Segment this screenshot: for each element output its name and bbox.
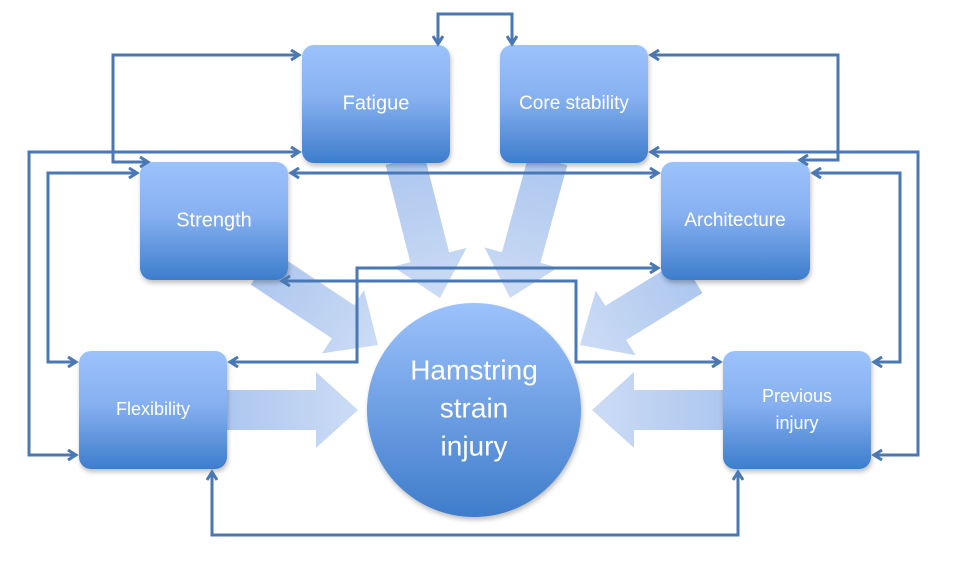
node-previous-injury[interactable]: Previous injury — [723, 351, 871, 469]
outcome-label-line: injury — [441, 430, 508, 461]
node-label: Flexibility — [116, 399, 190, 419]
node-label: Core stability — [519, 93, 629, 114]
connector-fatigue-core-stability — [438, 12, 512, 44]
influence-arrow-previous-injury — [592, 372, 724, 448]
node-hamstring-strain-injury[interactable]: Hamstring strain injury — [367, 303, 581, 517]
node-fatigue[interactable]: Fatigue — [302, 45, 450, 163]
influence-arrow-core-stability — [484, 154, 568, 298]
connector-fatigue-flexibility — [27, 152, 299, 455]
connectors — [27, 12, 920, 537]
node-label: Architecture — [684, 210, 785, 231]
influence-arrow-flexibility — [226, 372, 358, 448]
node-label-line: Previous — [762, 386, 832, 406]
connector-core-stability-previous-injury — [651, 152, 920, 455]
node-flexibility[interactable]: Flexibility — [79, 351, 227, 469]
node-label-line: injury — [775, 413, 818, 433]
connector-strength-flexibility — [46, 173, 137, 362]
influence-arrow-fatigue — [385, 155, 467, 298]
connector-core-stability-architecture — [651, 55, 840, 160]
outcome-label-line: Hamstring — [410, 354, 538, 385]
connector-architecture-previous-injury — [813, 173, 902, 362]
connector-flexibility-previous-injury — [212, 472, 738, 537]
node-core-stability[interactable]: Core stability — [500, 45, 648, 163]
node-label: Fatigue — [343, 92, 410, 114]
node-label: Strength — [176, 209, 252, 231]
node-architecture[interactable]: Architecture — [661, 162, 810, 280]
connector-strength-previous-injury — [282, 281, 720, 362]
node-strength[interactable]: Strength — [140, 162, 288, 280]
connector-fatigue-strength — [111, 55, 299, 162]
outcome-label-line: strain — [440, 392, 508, 423]
